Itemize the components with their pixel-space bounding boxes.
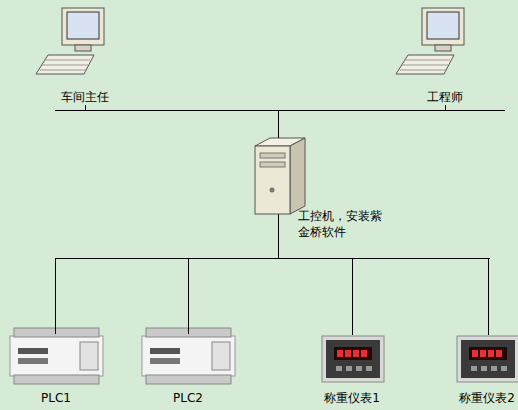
plc-node: PLC1 [8, 334, 104, 408]
server-node: 工控机，安装紫金桥软件 [250, 138, 386, 238]
computer-icon [396, 8, 464, 74]
server-front [255, 146, 290, 214]
node-label: 车间主任 [35, 89, 135, 105]
lower-bus-line [55, 258, 490, 259]
upper-bus-line [55, 110, 505, 111]
node-label: PLC2 [140, 390, 236, 406]
plc-icon [142, 328, 235, 384]
weighing-meter-icon [322, 336, 384, 382]
network-cable [189, 238, 279, 334]
weighing-meter-node: 称重仪表1 [320, 335, 384, 408]
plc-icon [10, 328, 103, 384]
network-cable [279, 238, 353, 335]
computer-icon [36, 8, 104, 74]
drive-bay [260, 153, 285, 158]
workstation-node: 车间主任 [35, 5, 135, 105]
network-cable [279, 105, 446, 138]
weighing-meter-node: 称重仪表2 [456, 335, 518, 408]
node-label: PLC1 [8, 390, 104, 406]
server-drop-line [278, 214, 279, 238]
power-button [270, 188, 275, 193]
network-cable [279, 238, 489, 335]
network-cable [56, 238, 279, 334]
workstation-node: 工程师 [395, 5, 495, 105]
server-side [290, 138, 305, 214]
drive-bay [260, 162, 285, 167]
node-label: 称重仪表2 [448, 390, 518, 406]
node-label: 称重仪表1 [310, 390, 394, 406]
weighing-meter-icon [457, 336, 518, 382]
server-icon [255, 138, 305, 214]
network-cable [86, 105, 279, 138]
plc-node: PLC2 [140, 334, 236, 408]
node-label: 工程师 [395, 89, 495, 105]
node-label: 工控机，安装紫金桥软件 [298, 208, 384, 240]
